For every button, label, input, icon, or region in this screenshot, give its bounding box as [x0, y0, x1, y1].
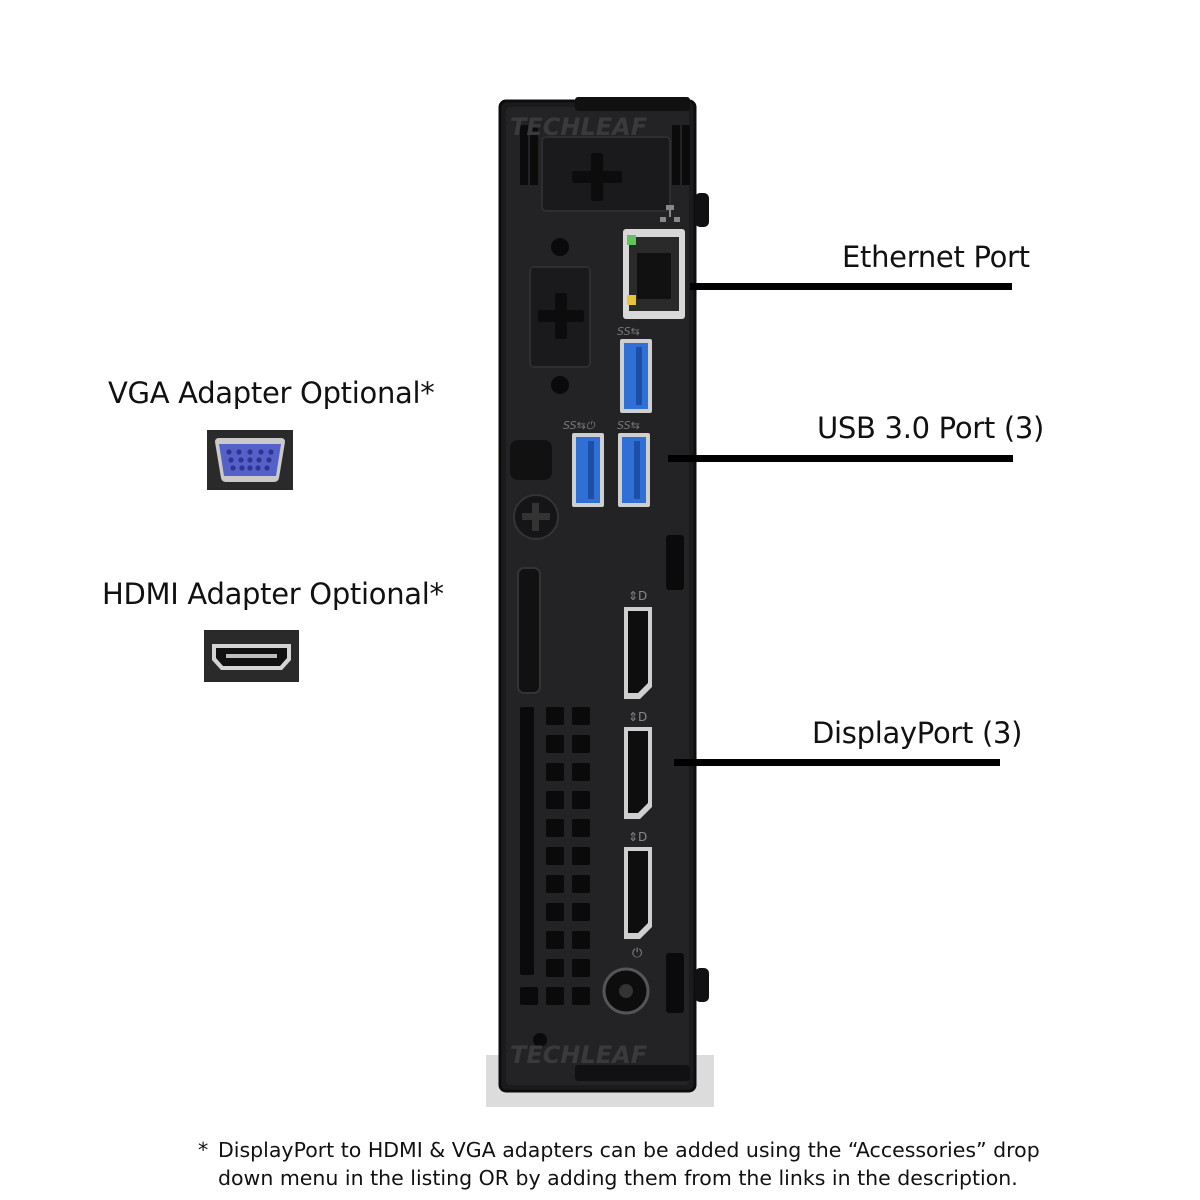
displayport-label: DisplayPort (3): [812, 716, 1023, 750]
pc-rear-panel: SS⇆ SS⇆⏻ SS⇆ ⇕D ⇕D ⇕D ⏻: [486, 97, 714, 1107]
ethernet-icon: [660, 205, 680, 222]
usb-port-top: [620, 339, 652, 413]
footnote-line-1: DisplayPort to HDMI & VGA adapters can b…: [218, 1138, 1040, 1162]
svg-text:SS⇆⏻: SS⇆⏻: [563, 419, 596, 432]
usb-label: USB 3.0 Port (3): [817, 411, 1045, 445]
superspeed-usb-icon: SS⇆: [617, 325, 640, 338]
power-jack: [602, 967, 650, 1015]
watermark-bottom: TECHLEAF: [510, 1041, 648, 1069]
footnote-marker: *: [198, 1138, 209, 1162]
vga-label: VGA Adapter Optional*: [108, 376, 435, 410]
footnote-line-2: down menu in the listing OR by adding th…: [218, 1166, 1018, 1190]
vent-grid: [520, 707, 590, 1005]
usb-port-right: [618, 433, 650, 507]
displayport-2: [624, 727, 652, 819]
svg-text:⇕D: ⇕D: [628, 830, 647, 844]
hdmi-adapter-icon: [204, 630, 299, 682]
usb-rule: [668, 455, 1013, 462]
displayport-rule: [674, 759, 1000, 766]
svg-text:⇕D: ⇕D: [628, 710, 647, 724]
usb-port-left: [572, 433, 604, 507]
vga-adapter-icon: [207, 430, 293, 490]
screw-plus-icon: [572, 153, 622, 201]
ethernet-label: Ethernet Port: [842, 240, 1030, 274]
displayport-icon: ⇕D: [628, 589, 647, 603]
ethernet-port: [623, 229, 685, 319]
hdmi-label: HDMI Adapter Optional*: [102, 577, 444, 611]
ethernet-rule: [690, 283, 1012, 290]
displayport-3: [624, 847, 652, 939]
power-icon: ⏻: [632, 946, 642, 961]
watermark-top: TECHLEAF: [510, 113, 648, 141]
displayport-1: [624, 607, 652, 699]
svg-text:SS⇆: SS⇆: [617, 419, 640, 432]
